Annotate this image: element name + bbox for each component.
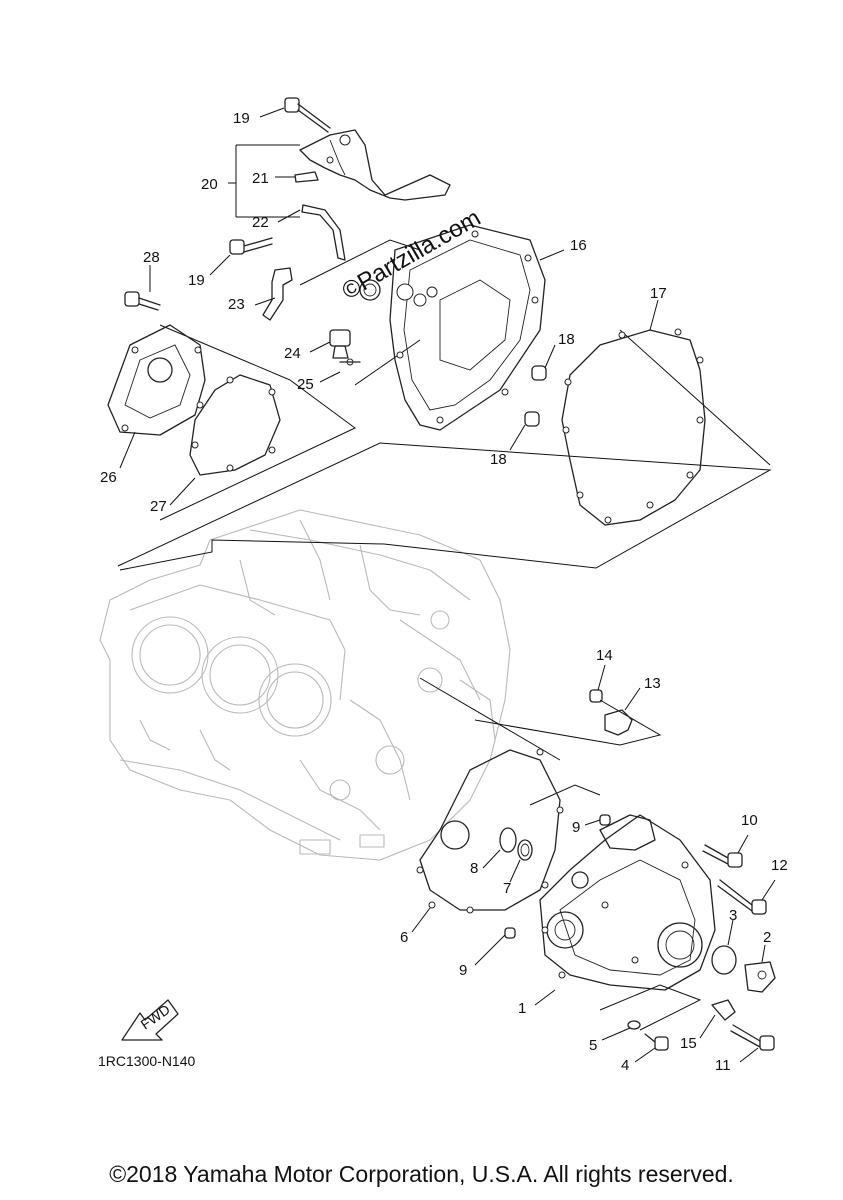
crankcase-illustration [99, 509, 511, 861]
part-26-cover [107, 324, 206, 436]
callout-21: 21 [252, 170, 269, 187]
part-16-crankcase-cover [389, 224, 546, 431]
diagram-code: 1RC1300-N140 [98, 1053, 195, 1069]
callout-5: 5 [589, 1037, 597, 1054]
callout-28: 28 [143, 249, 160, 266]
part-18-dowel-pins [524, 365, 547, 427]
callout-17: 17 [650, 285, 667, 302]
callout-9a: 9 [572, 819, 580, 836]
part-17-gasket [561, 328, 706, 526]
callout-9b: 9 [459, 962, 467, 979]
part-20-bracket [294, 129, 451, 261]
callout-1: 1 [518, 1000, 526, 1017]
fwd-arrow-icon: FWD [121, 999, 179, 1041]
part-27-gasket [189, 374, 281, 476]
callout-10: 10 [741, 812, 758, 829]
callout-19b: 19 [188, 272, 205, 289]
fwd-label: FWD [138, 1001, 173, 1032]
callout-23: 23 [228, 296, 245, 313]
part-2-3-cap [711, 945, 776, 993]
callout-4: 4 [621, 1057, 629, 1074]
callout-18b: 18 [490, 451, 507, 468]
small-hardware [504, 689, 775, 1051]
callout-2: 2 [763, 929, 771, 946]
callout-8: 8 [470, 860, 478, 877]
callout-labels: 19 20 21 22 19 28 23 24 25 26 27 16 17 1… [100, 110, 788, 1074]
callout-20: 20 [201, 176, 218, 193]
part-24-plug [329, 329, 361, 366]
part-19-bolts [229, 97, 331, 255]
callout-16: 16 [570, 237, 587, 254]
part-6-gasket [416, 748, 564, 914]
part-28-bolt [124, 291, 161, 311]
copyright-notice: ©2018 Yamaha Motor Corporation, U.S.A. A… [109, 1161, 734, 1187]
callout-14: 14 [596, 647, 613, 664]
callout-25: 25 [297, 376, 314, 393]
callout-26: 26 [100, 469, 117, 486]
callout-3: 3 [729, 907, 737, 924]
callout-15: 15 [680, 1035, 697, 1052]
part-1-generator-cover [539, 814, 716, 991]
callout-27: 27 [150, 498, 167, 515]
oil-seal-ring [359, 279, 381, 301]
callout-12: 12 [771, 857, 788, 874]
leader-lines [119, 107, 776, 1063]
part-7-8-seals [499, 827, 533, 861]
callout-24: 24 [284, 345, 301, 362]
callout-22: 22 [252, 214, 269, 231]
callout-6: 6 [400, 929, 408, 946]
callout-18a: 18 [558, 331, 575, 348]
assembly-lines [117, 239, 772, 1031]
callout-13: 13 [644, 675, 661, 692]
callout-11: 11 [715, 1057, 731, 1074]
part-23-clip [262, 267, 293, 321]
callout-19a: 19 [233, 110, 250, 127]
callout-7: 7 [503, 880, 511, 897]
